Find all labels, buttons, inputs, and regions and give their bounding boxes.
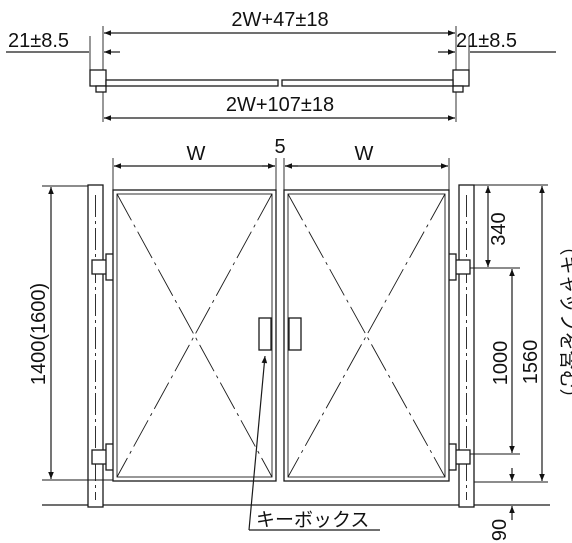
label-upper-segment: 340: [488, 212, 510, 245]
label-bottom-overall: 2W+107±18: [226, 94, 334, 116]
right-post-plan: [452, 69, 470, 87]
label-right-offset: 21±8.5: [456, 30, 517, 52]
key-box-right: [288, 317, 302, 351]
label-leaf-width-right: W: [355, 143, 374, 165]
label-cap-note: （キャップを含む）: [557, 236, 572, 407]
key-box-leader: [248, 355, 268, 531]
label-middle-segment: 1000: [490, 341, 512, 386]
elevation-view: W 5 W キーボックス: [28, 136, 572, 541]
key-box-left: [258, 317, 272, 351]
label-key-box: キーボックス: [256, 509, 369, 531]
right-leaf-plan: [281, 79, 454, 87]
plan-view: 2W+47±18 21±8.5 21±8.5 2W+107±18: [6, 9, 556, 122]
label-top-overall: 2W+47±18: [231, 9, 328, 31]
left-post-plan: [89, 69, 107, 87]
label-bottom-segment: 90: [489, 519, 511, 541]
label-total-height: 1560: [520, 340, 542, 385]
label-leaf-width-left: W: [187, 143, 206, 165]
left-leaf-plan: [105, 79, 279, 87]
label-gap: 5: [274, 136, 285, 158]
left-leaf: [112, 189, 277, 482]
right-leaf: [283, 189, 450, 482]
label-left-height: 1400(1600): [28, 283, 50, 385]
label-left-offset: 21±8.5: [8, 30, 69, 52]
